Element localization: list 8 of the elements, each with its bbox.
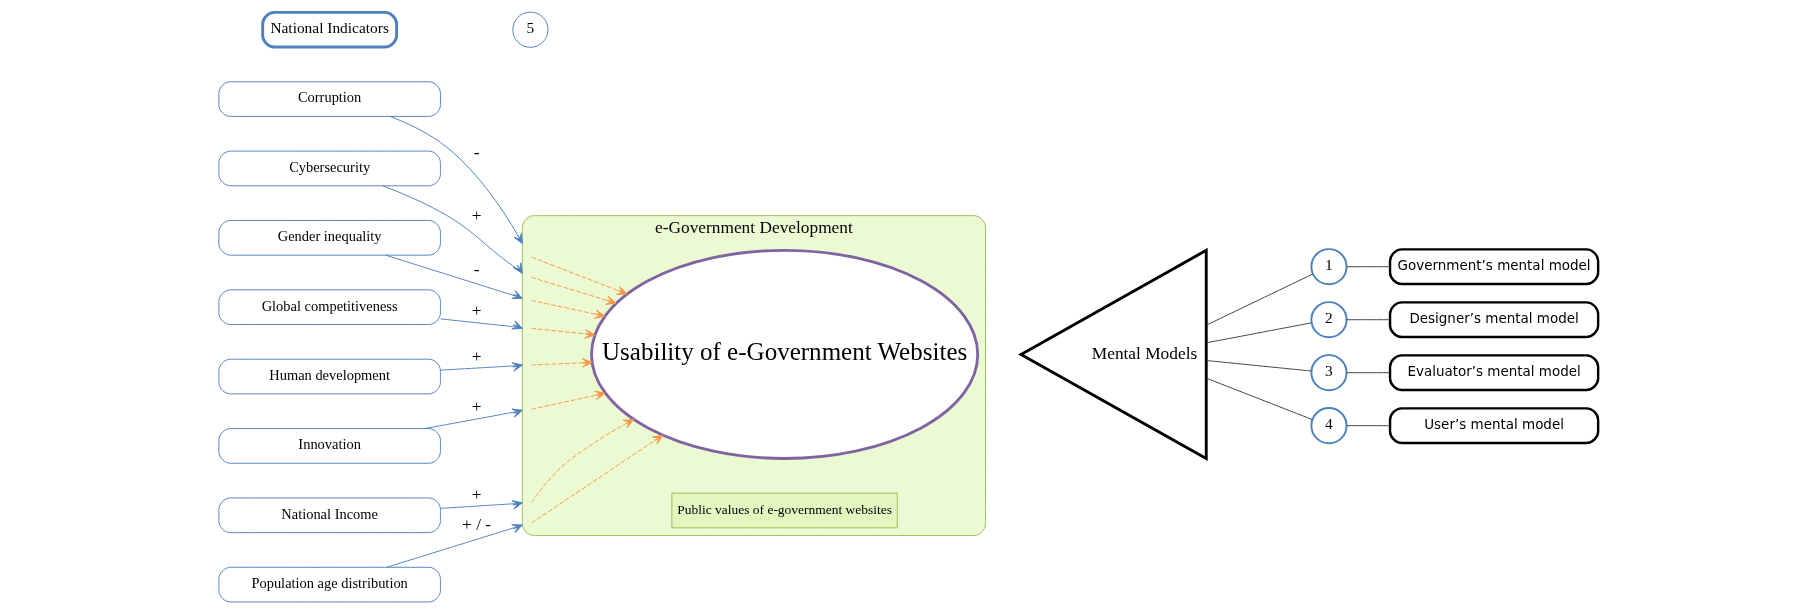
- edge-label: -: [473, 259, 480, 279]
- edge-label: -: [473, 143, 480, 163]
- edge-label: +: [471, 396, 482, 416]
- edge-label: + / -: [462, 515, 492, 535]
- edge-label: +: [471, 205, 482, 225]
- edge-label: +: [471, 347, 482, 367]
- edge-label: +: [471, 485, 482, 505]
- edge-label: +: [471, 301, 482, 321]
